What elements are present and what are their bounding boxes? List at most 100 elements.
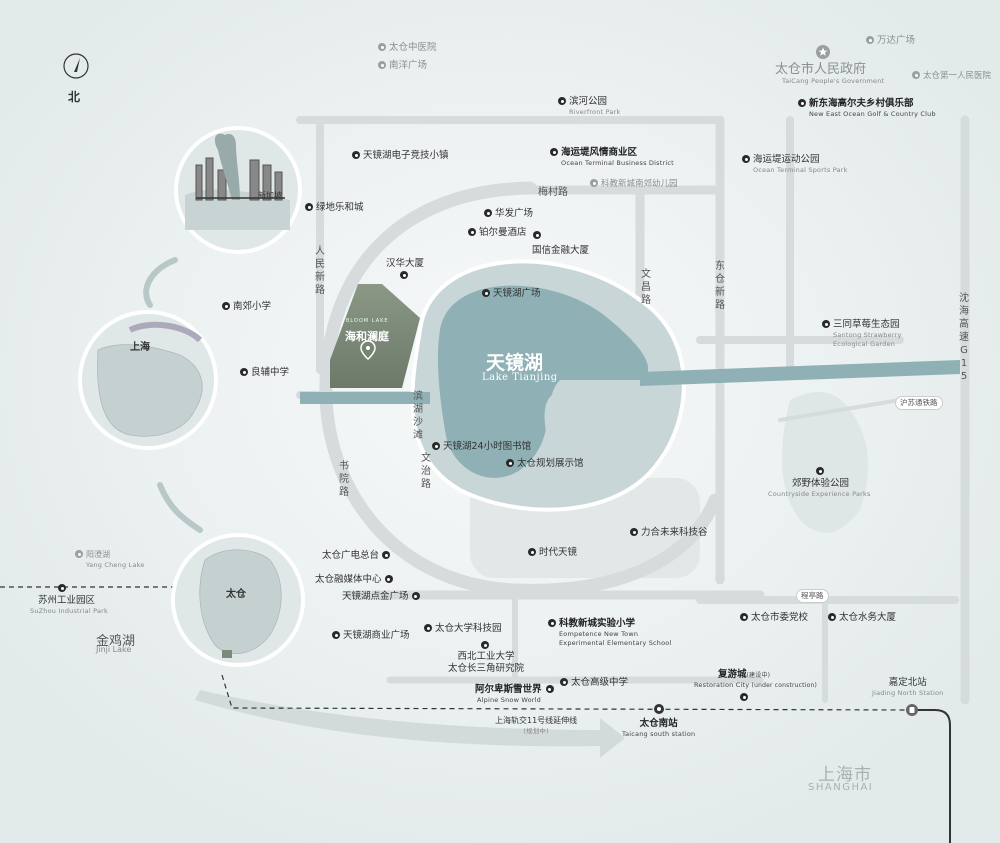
poi-guoxin xyxy=(533,230,544,242)
lake-name-cn: 天镜湖 xyxy=(486,352,544,374)
poi-tc-1st-hosp: 太仓第一人民医院 xyxy=(912,70,991,82)
inset-taicang xyxy=(171,533,305,667)
station-taicang-south-icon xyxy=(654,704,664,714)
poi-esports: 天镜湖电子竞技小镇 xyxy=(352,150,449,162)
poi-dot-icon xyxy=(75,550,83,558)
project-name: 海和澜庭 xyxy=(345,330,389,343)
poi-dot-icon xyxy=(550,148,558,156)
poi-dot-icon xyxy=(590,179,598,187)
rail-husu-tag: 沪苏通铁路 xyxy=(895,396,943,410)
road-dongcang-new: 东仓新路 xyxy=(715,261,725,311)
road-binhu-shatan: 滨湖沙滩 xyxy=(413,391,423,441)
road-wenchang: 文昌路 xyxy=(641,269,651,306)
poi-hanhua: 汉华大厦 xyxy=(386,258,425,269)
poi-dot-icon xyxy=(630,528,638,536)
poi-dot-icon xyxy=(332,631,340,639)
poi-dot-icon xyxy=(545,685,554,693)
poi-kindergarten: 科教新城南郊幼儿园 xyxy=(590,178,678,190)
poi-dot-icon xyxy=(240,368,248,376)
poi-water-bldg: 太仓水务大厦 xyxy=(828,612,896,624)
poi-dot-icon xyxy=(424,624,432,632)
railway xyxy=(0,586,951,843)
project-pin-icon xyxy=(360,340,376,360)
poi-dot-icon xyxy=(468,228,476,236)
poi-dot-icon xyxy=(384,575,393,583)
poi-dot-icon xyxy=(742,155,750,163)
north-arrow-icon xyxy=(63,53,89,79)
inset-arrows xyxy=(143,257,203,533)
poi-planning: 太仓规划展示馆 xyxy=(506,458,584,470)
road-chengting-tag: 程亭路 xyxy=(796,589,829,603)
poi-univ-park: 太仓大学科技园 xyxy=(424,623,502,635)
poi-media: 太仓融媒体中心 xyxy=(315,574,396,586)
poi-lvdi: 绿地乐和城 xyxy=(305,202,364,214)
poi-tv: 太仓广电总台 xyxy=(322,550,393,562)
river xyxy=(300,360,960,404)
poi-dot-icon xyxy=(548,619,556,627)
poi-party-school: 太仓市委党校 xyxy=(740,612,808,624)
poi-dot-icon xyxy=(352,151,360,159)
poi-portman: 铂尔曼酒店 xyxy=(468,227,527,239)
project-parcel xyxy=(330,284,420,388)
poi-tjh-plaza: 天镜湖广场 xyxy=(482,288,541,300)
poi-hanhua-dot xyxy=(400,270,411,282)
poi-commerce: 天镜湖商业广场 xyxy=(332,630,410,642)
direction-arrow xyxy=(195,690,625,758)
poi-dot-icon xyxy=(400,271,408,279)
station-jiading-north-icon xyxy=(906,704,918,716)
poi-dot-icon xyxy=(558,97,566,105)
poi-dot-icon xyxy=(482,289,490,297)
project-logo-text: BLOOM LAKE xyxy=(346,318,389,324)
poi-dot-icon xyxy=(481,641,489,649)
lake-name-en: Lake Tianjing xyxy=(482,372,558,383)
poi-times: 时代天镜 xyxy=(528,547,577,559)
inset-label-taicang: 太仓 xyxy=(226,589,246,600)
poi-library: 天镜湖24小时图书馆 xyxy=(432,441,531,453)
poi-restoration: 复游城(建设中)Restoration City (under construc… xyxy=(694,669,818,689)
poi-dot-icon xyxy=(740,693,748,701)
government-star-icon xyxy=(816,45,830,59)
poi-tc-zhongyi: 太仓中医院 xyxy=(378,42,437,54)
poi-dot-icon xyxy=(912,71,920,79)
lake-tianjing xyxy=(437,285,649,478)
poi-dot-icon xyxy=(222,302,230,310)
poi-dot-icon xyxy=(305,203,313,211)
poi-dot-icon xyxy=(533,231,541,239)
poi-dot-icon xyxy=(528,548,536,556)
restoration-cn-note: (建设中) xyxy=(746,672,771,679)
poi-guoxin-label: 国信金融大厦 xyxy=(532,245,590,256)
poi-wanda: 万达广场 xyxy=(866,35,915,47)
jinji-lake-en: Jinji Lake xyxy=(96,645,132,654)
shanghai-label-en: SHANGHAI xyxy=(808,782,874,793)
restoration-en-note: (under construction) xyxy=(751,682,818,689)
poi-gold-plaza: 天镜湖点金广场 xyxy=(342,591,423,603)
shanghai-label-cn: 上海市 xyxy=(818,765,872,785)
road-meicun: 梅村路 xyxy=(538,187,568,198)
jinji-lake-cn: 金鸡湖 xyxy=(96,634,136,649)
poi-dot-icon xyxy=(378,61,386,69)
poi-dot-icon xyxy=(58,584,66,592)
lake-island xyxy=(544,391,580,461)
poi-dot-icon xyxy=(816,467,824,475)
poi-dot-icon xyxy=(866,36,874,44)
poi-dot-icon xyxy=(798,99,806,107)
poi-senior-high: 太仓高级中学 xyxy=(560,677,628,689)
poi-restoration-dot xyxy=(740,692,751,704)
road-shuyuan: 书院路 xyxy=(339,461,349,498)
inset-shanghai xyxy=(78,310,218,450)
poi-dot-icon xyxy=(382,551,391,559)
poi-nwpu-dot xyxy=(481,640,492,652)
